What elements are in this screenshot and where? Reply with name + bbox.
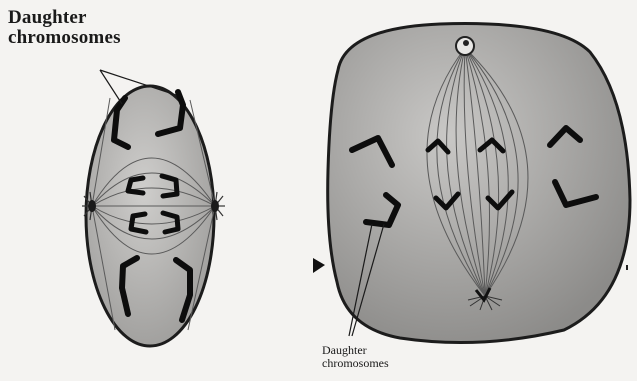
label-left-line2: chromosomes bbox=[8, 28, 121, 48]
right-top-centrosome bbox=[456, 37, 474, 55]
label-right-line2: chromosomes bbox=[322, 357, 389, 370]
label-daughter-chromosomes-left: Daughter chromosomes bbox=[8, 8, 121, 48]
edge-mark bbox=[626, 265, 628, 270]
label-left-line1: Daughter bbox=[8, 8, 121, 28]
left-centrosome-left bbox=[88, 200, 96, 212]
centrosome-core bbox=[463, 40, 469, 46]
left-cell-anaphase bbox=[82, 70, 225, 346]
label-right-line1: Daughter bbox=[322, 344, 389, 357]
arrow-marker-icon bbox=[313, 258, 325, 273]
left-centrosome-right bbox=[211, 200, 219, 212]
right-cell-telophase bbox=[328, 24, 630, 343]
label-daughter-chromosomes-right: Daughter chromosomes bbox=[322, 344, 389, 369]
